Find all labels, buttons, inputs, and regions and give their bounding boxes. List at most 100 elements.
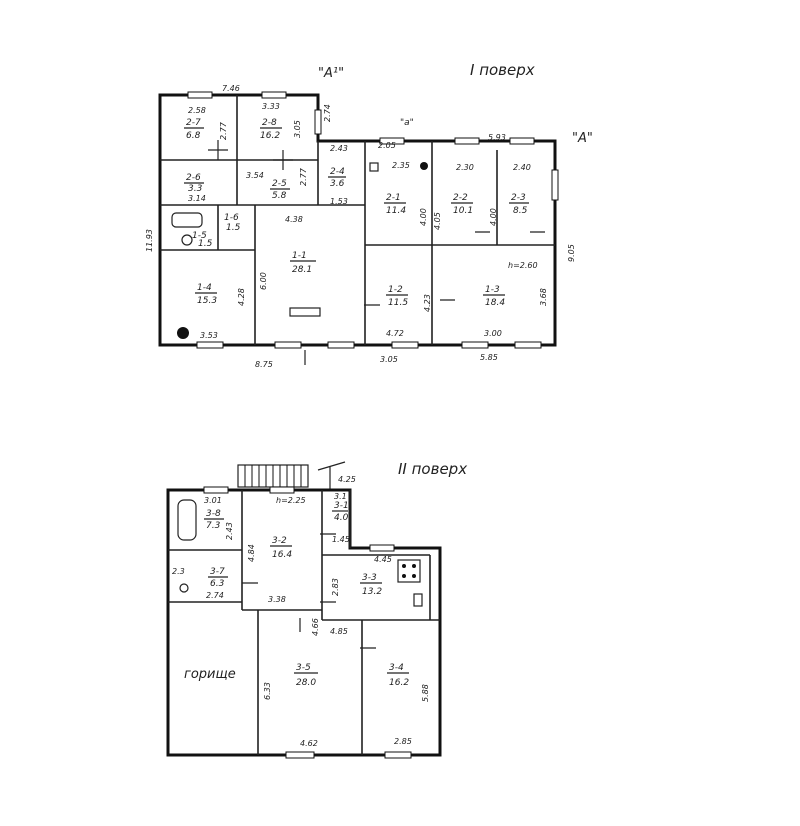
dimension: 5.85	[480, 353, 498, 362]
room-label: 3-2	[272, 536, 287, 546]
dimension: h=2.25	[276, 496, 306, 505]
dimension: 2.74	[323, 104, 332, 122]
room-label: 2-7	[186, 118, 201, 128]
room-area: 11.5	[388, 298, 408, 308]
room-label: 3-4	[389, 663, 404, 673]
room-area: 28.0	[296, 678, 316, 688]
window	[551, 169, 559, 201]
room-label: 2-4	[330, 167, 345, 177]
room-area: 13.2	[362, 587, 382, 597]
stove-icon	[177, 327, 189, 339]
burner-icon	[412, 574, 416, 578]
window	[384, 751, 412, 759]
room-label: 3-8	[206, 509, 221, 519]
dimension: 3.68	[539, 288, 548, 306]
dimension: 2.35	[392, 161, 410, 170]
room-area: 6.8	[186, 131, 201, 141]
room-area: 18.4	[485, 298, 505, 308]
room-label: 1-3	[485, 285, 500, 295]
dimension: 7.46	[222, 84, 240, 93]
dimension: 2.58	[188, 106, 206, 115]
room-area: 1.5	[198, 239, 213, 249]
dimension: 4.66	[311, 618, 320, 636]
room-area: 4.0	[334, 513, 349, 523]
room-label: 1-2	[388, 285, 403, 295]
dimension: 4.25	[338, 475, 356, 484]
dimension: 4.05	[433, 212, 442, 230]
dimension: 5.88	[421, 684, 430, 702]
floor2-room-labels: 3-8 7.3 3-2 16.4 3-1 4.0 3-7 6.3 3-3 13.…	[184, 501, 409, 688]
dimension: 6.33	[263, 682, 272, 700]
door-marks	[208, 140, 545, 365]
dimension: 2.40	[513, 163, 531, 172]
fireplace-icon	[289, 307, 321, 317]
room-label: 2-1	[386, 193, 401, 203]
dimension: 2.74	[206, 591, 224, 600]
dimension: 3.01	[204, 496, 222, 505]
window	[285, 751, 315, 759]
dimension: 8.75	[255, 360, 273, 369]
dimension: 4.45	[374, 555, 392, 564]
window	[203, 486, 229, 494]
room-label: 3-7	[210, 567, 225, 577]
dimension: 3.33	[262, 102, 280, 111]
dimension: 3.05	[380, 355, 398, 364]
dimension: 4.85	[330, 627, 348, 636]
window	[261, 91, 287, 99]
room-area: 6.3	[210, 579, 225, 589]
dimension: 3.00	[484, 329, 502, 338]
stove-icon	[420, 162, 428, 170]
window	[514, 341, 542, 349]
dimension: 4.72	[386, 329, 404, 338]
section-a-label: "А"	[572, 131, 593, 146]
room-label: 1-6	[224, 213, 239, 223]
room-area: 16.2	[389, 678, 409, 688]
window	[391, 341, 419, 349]
burner-icon	[402, 564, 406, 568]
room-area: 8.5	[513, 206, 528, 216]
dimension: 5.93	[488, 133, 506, 142]
room-label: 2-3	[511, 193, 526, 203]
window	[196, 341, 224, 349]
section-a-small-label: "а"	[400, 118, 414, 128]
room-label: 2-5	[272, 179, 287, 189]
window	[461, 341, 489, 349]
boiler-icon	[413, 593, 423, 607]
dimension: 4.28	[237, 288, 246, 306]
door-marks	[242, 533, 376, 649]
dimension: 2.85	[394, 737, 412, 746]
room-label: 3-3	[362, 573, 377, 583]
washbasin-icon	[181, 234, 193, 246]
floor1-room-labels: 2-7 6.8 2-8 16.2 2-6 3.3 2-5 5.8 2-4 3.6…	[184, 118, 529, 308]
window	[327, 341, 355, 349]
floor1-outer-wall	[158, 93, 557, 347]
dimension: 2.05	[378, 141, 396, 150]
dimension: 2.77	[219, 121, 228, 140]
dimension: 2.83	[331, 578, 340, 596]
room-area: 5.8	[272, 191, 287, 201]
dimension: 3.14	[188, 194, 206, 203]
dimension: 2.77	[299, 167, 308, 186]
burner-icon	[402, 574, 406, 578]
section-a1-label: "А¹"	[318, 66, 344, 81]
room-area: 15.3	[197, 296, 217, 306]
dimension: 11.93	[145, 229, 154, 252]
room-area: 11.4	[386, 206, 406, 216]
dimension: 4.38	[285, 215, 303, 224]
floor1-plan: I поверх "А¹" "а" "А"	[145, 61, 593, 369]
window	[187, 91, 213, 99]
floor1-title: I поверх	[470, 61, 535, 79]
floor2-dimensions: 3.01 h=2.25 3.1 2.43 4.84 1.45 4.45 2.3 …	[172, 492, 430, 748]
dimension: 3.1	[334, 492, 347, 501]
bathtub-icon	[171, 212, 203, 228]
room-label: 2-2	[453, 193, 468, 203]
bathtub-icon	[177, 499, 197, 541]
burner-icon	[412, 564, 416, 568]
window	[379, 137, 405, 145]
room-label: 2-8	[262, 118, 277, 128]
stair-icon	[237, 461, 346, 490]
room-area: 10.1	[453, 206, 473, 216]
window	[369, 544, 395, 552]
dimension: 6.00	[259, 272, 268, 290]
dimension: 3.05	[293, 120, 302, 138]
